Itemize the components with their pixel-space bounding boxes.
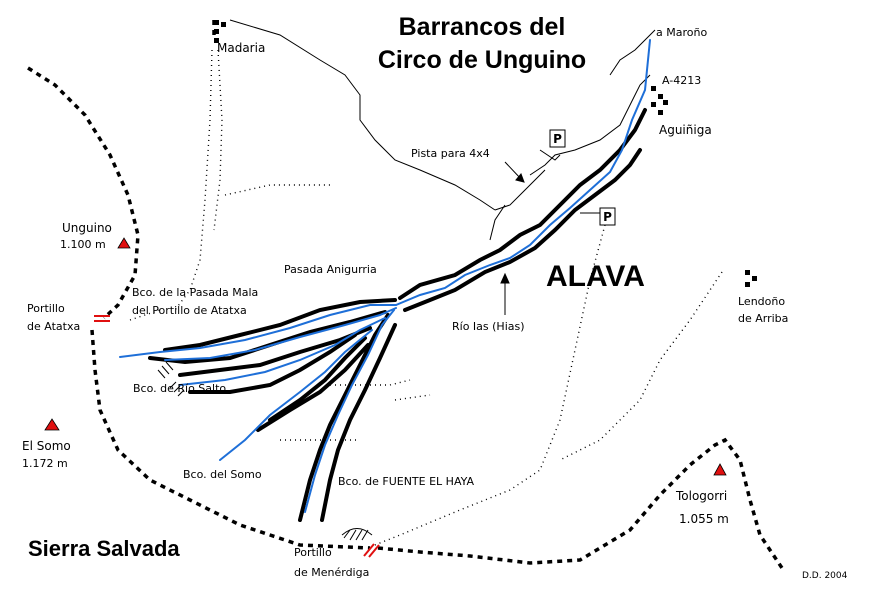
label-el-somo: El Somo [22,439,71,453]
parking-icon: P [599,207,616,226]
label-tologorri-alt: 1.055 m [679,512,729,526]
road-madaria [229,19,496,211]
title-line1: Barrancos del [399,13,566,41]
label-bco-pasada-mala-1: Bco. de la Pasada Mala [132,286,258,299]
peak-icon [117,237,131,249]
road-pista [529,74,651,176]
village-icon [651,86,668,115]
label-pasada-anigurria: Pasada Anigurria [284,263,377,276]
label-credit: D.D. 2004 [802,571,848,581]
pista-pointer [504,161,525,183]
label-bco-somo: Bco. del Somo [183,468,262,481]
label-madaria: Madaria [217,41,265,55]
svg-text:P: P [553,132,562,146]
label-marono: a Maroño [656,26,707,39]
label-bco-pasada-mala-2: del Portillo de Atatxa [132,304,247,317]
label-alava: ALAVA [546,260,645,293]
cliff-edge-menerdiga [377,437,784,569]
portillo-icon [363,543,380,558]
label-lendono-1: Lendoño [738,295,785,308]
svg-text:P: P [603,210,612,224]
peak-icon [713,463,727,476]
portillo-icon [94,315,110,322]
parking-icon: P [549,129,566,148]
label-bco-rio-salto: Bco. de Río Salto [133,382,226,395]
road-p1 [539,149,561,161]
river-pointer [500,272,510,315]
label-lendono-2: de Arriba [738,312,788,325]
road-a4213 [609,29,656,76]
label-portillo-atatxa-1: Portillo [27,302,65,315]
rivers [119,39,651,513]
label-el-somo-alt: 1.172 m [22,457,68,470]
title-line2: Circo de Unguino [378,46,586,74]
label-unguino-alt: 1.100 m [60,238,106,251]
cliff-icon [157,361,373,541]
peak-icon [44,418,60,431]
village-icon [214,20,226,43]
label-bco-fuente: Bco. de FUENTE EL HAYA [338,475,474,488]
label-road: A-4213 [662,74,701,87]
label-portillo-menerdiga-2: de Menérdiga [294,566,369,579]
label-portillo-menerdiga-1: Portillo [294,546,332,559]
cliff-edge-somo [90,329,371,550]
ravine-walls [148,108,647,522]
roads [229,19,656,241]
rio-ias [395,39,651,306]
label-sierra-salvada: Sierra Salvada [28,536,180,561]
label-pista: Pista para 4x4 [411,147,490,160]
label-aguiniga: Aguiñiga [659,123,712,137]
label-rio-ias: Río Ias (Hias) [452,320,525,333]
road-pista-low [494,169,546,211]
label-portillo-atatxa-2: de Atatxa [27,320,80,333]
village-icon [745,270,757,287]
label-tologorri: Tologorri [675,489,727,503]
cliff-edge-unguino [27,66,140,320]
label-unguino: Unguino [62,221,112,235]
